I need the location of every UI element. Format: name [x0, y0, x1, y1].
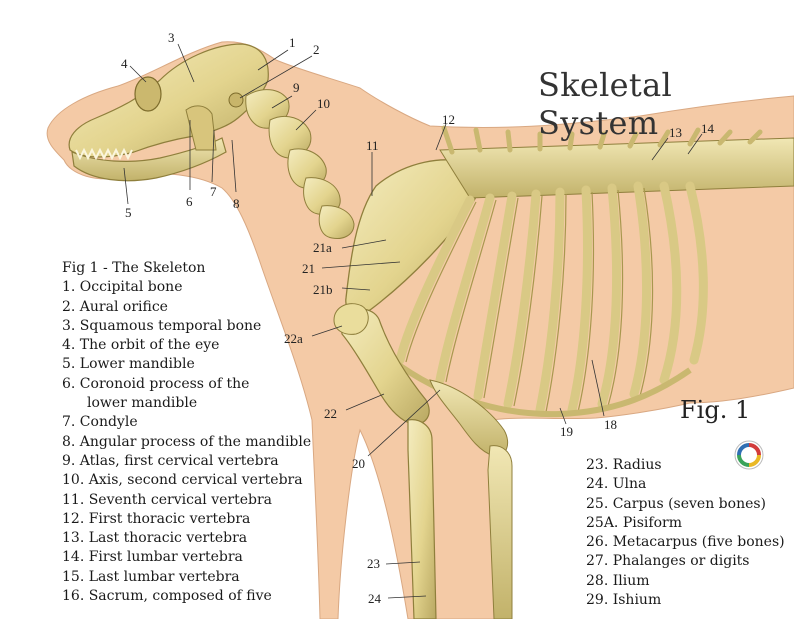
- rib-shadows: [405, 187, 654, 413]
- callout-14: 14: [701, 121, 714, 136]
- lower-mandible: [71, 137, 227, 182]
- radius-ulna-near: [407, 419, 437, 619]
- callout-4: 4: [121, 56, 128, 71]
- rib-cage: [395, 181, 708, 415]
- callout-11: 11: [366, 138, 379, 153]
- legend-item: 11. Seventh cervical vertebra: [62, 491, 273, 508]
- callout-1: 1: [289, 35, 296, 50]
- legend-item: 28. Ilium: [586, 572, 650, 589]
- callout-6: 6: [186, 194, 193, 209]
- aural-orifice: [228, 92, 244, 108]
- eye-orbit: [134, 76, 162, 112]
- legend-item: 12. First thoracic vertebra: [62, 510, 251, 527]
- callout-22a: 22a: [284, 331, 303, 346]
- legend-item: 13. Last thoracic vertebra: [62, 530, 248, 547]
- legend-heading: Fig 1 - The Skeleton: [62, 260, 206, 276]
- callout-23: 23: [367, 556, 380, 571]
- skull-bone: [68, 43, 269, 158]
- spinous-processes: [441, 125, 763, 155]
- figure-label: Fig. 1: [680, 396, 751, 424]
- legend-item: 25A. Pisiform: [586, 514, 682, 531]
- callout-20: 20: [352, 456, 365, 471]
- callout-8: 8: [233, 196, 240, 211]
- legend-item: 24. Ulna: [586, 476, 647, 493]
- callout-9: 9: [293, 80, 300, 95]
- cervical-vertebrae: [245, 89, 355, 239]
- page-title: Skeletal System: [538, 66, 672, 142]
- callout-18: 18: [604, 417, 617, 432]
- humerus: [339, 308, 430, 425]
- legend-item: 8. Angular process of the mandible: [62, 433, 312, 450]
- legend-item: 9. Atlas, first cervical vertebra: [62, 452, 279, 469]
- coronoid-process: [185, 105, 217, 151]
- legend-item: 15. Last lumbar vertebra: [62, 568, 240, 585]
- callout-21b: 21b: [313, 282, 333, 297]
- callout-7: 7: [210, 184, 217, 199]
- callout-22: 22: [324, 406, 337, 421]
- callout-19: 19: [560, 424, 573, 439]
- legend-item: 27. Phalanges or digits: [586, 553, 750, 570]
- legend-item: 6. Coronoid process of the: [62, 375, 250, 392]
- callout-3: 3: [168, 30, 175, 45]
- callout-21: 21: [302, 261, 315, 276]
- legend-item: 29. Ishium: [586, 592, 662, 609]
- legend-item: 5. Lower mandible: [62, 356, 195, 373]
- legend-item: 4. The orbit of the eye: [62, 337, 220, 354]
- legend-item: 1. Occipital bone: [62, 279, 183, 296]
- leader-lines: [123, 43, 703, 599]
- legend-item: 7. Condyle: [62, 414, 138, 431]
- teeth: [75, 147, 133, 161]
- legend-left: Fig 1 - The Skeleton 1. Occipital bone 2…: [62, 259, 362, 606]
- legend-item: 14. First lumbar vertebra: [62, 549, 243, 566]
- callout-13: 13: [669, 125, 682, 140]
- legend-item: 3. Squamous temporal bone: [62, 317, 262, 334]
- publisher-logo-icon: [734, 440, 764, 470]
- radius-ulna-far: [487, 445, 513, 619]
- legend-item: 2. Aural orifice: [62, 298, 168, 315]
- legend-item: 26. Metacarpus (five bones): [586, 534, 785, 551]
- legend-right: 23. Radius 24. Ulna 25. Carpus (seven bo…: [586, 456, 794, 610]
- thoracic-lumbar-spine: [439, 137, 794, 199]
- olecranon: [333, 303, 369, 335]
- legend-item: 25. Carpus (seven bones): [586, 495, 767, 512]
- callout-24: 24: [368, 591, 381, 606]
- callout-10: 10: [317, 96, 330, 111]
- legend-item: 10. Axis, second cervical vertebra: [62, 472, 303, 489]
- legend-item: 23. Radius: [586, 457, 662, 473]
- legend-item: lower mandible: [87, 395, 198, 412]
- callout-21a: 21a: [313, 240, 332, 255]
- callout-12: 12: [442, 112, 455, 127]
- legend-item: 16. Sacrum, composed of five: [62, 588, 272, 605]
- callout-5: 5: [125, 205, 132, 220]
- callout-2: 2: [313, 42, 320, 57]
